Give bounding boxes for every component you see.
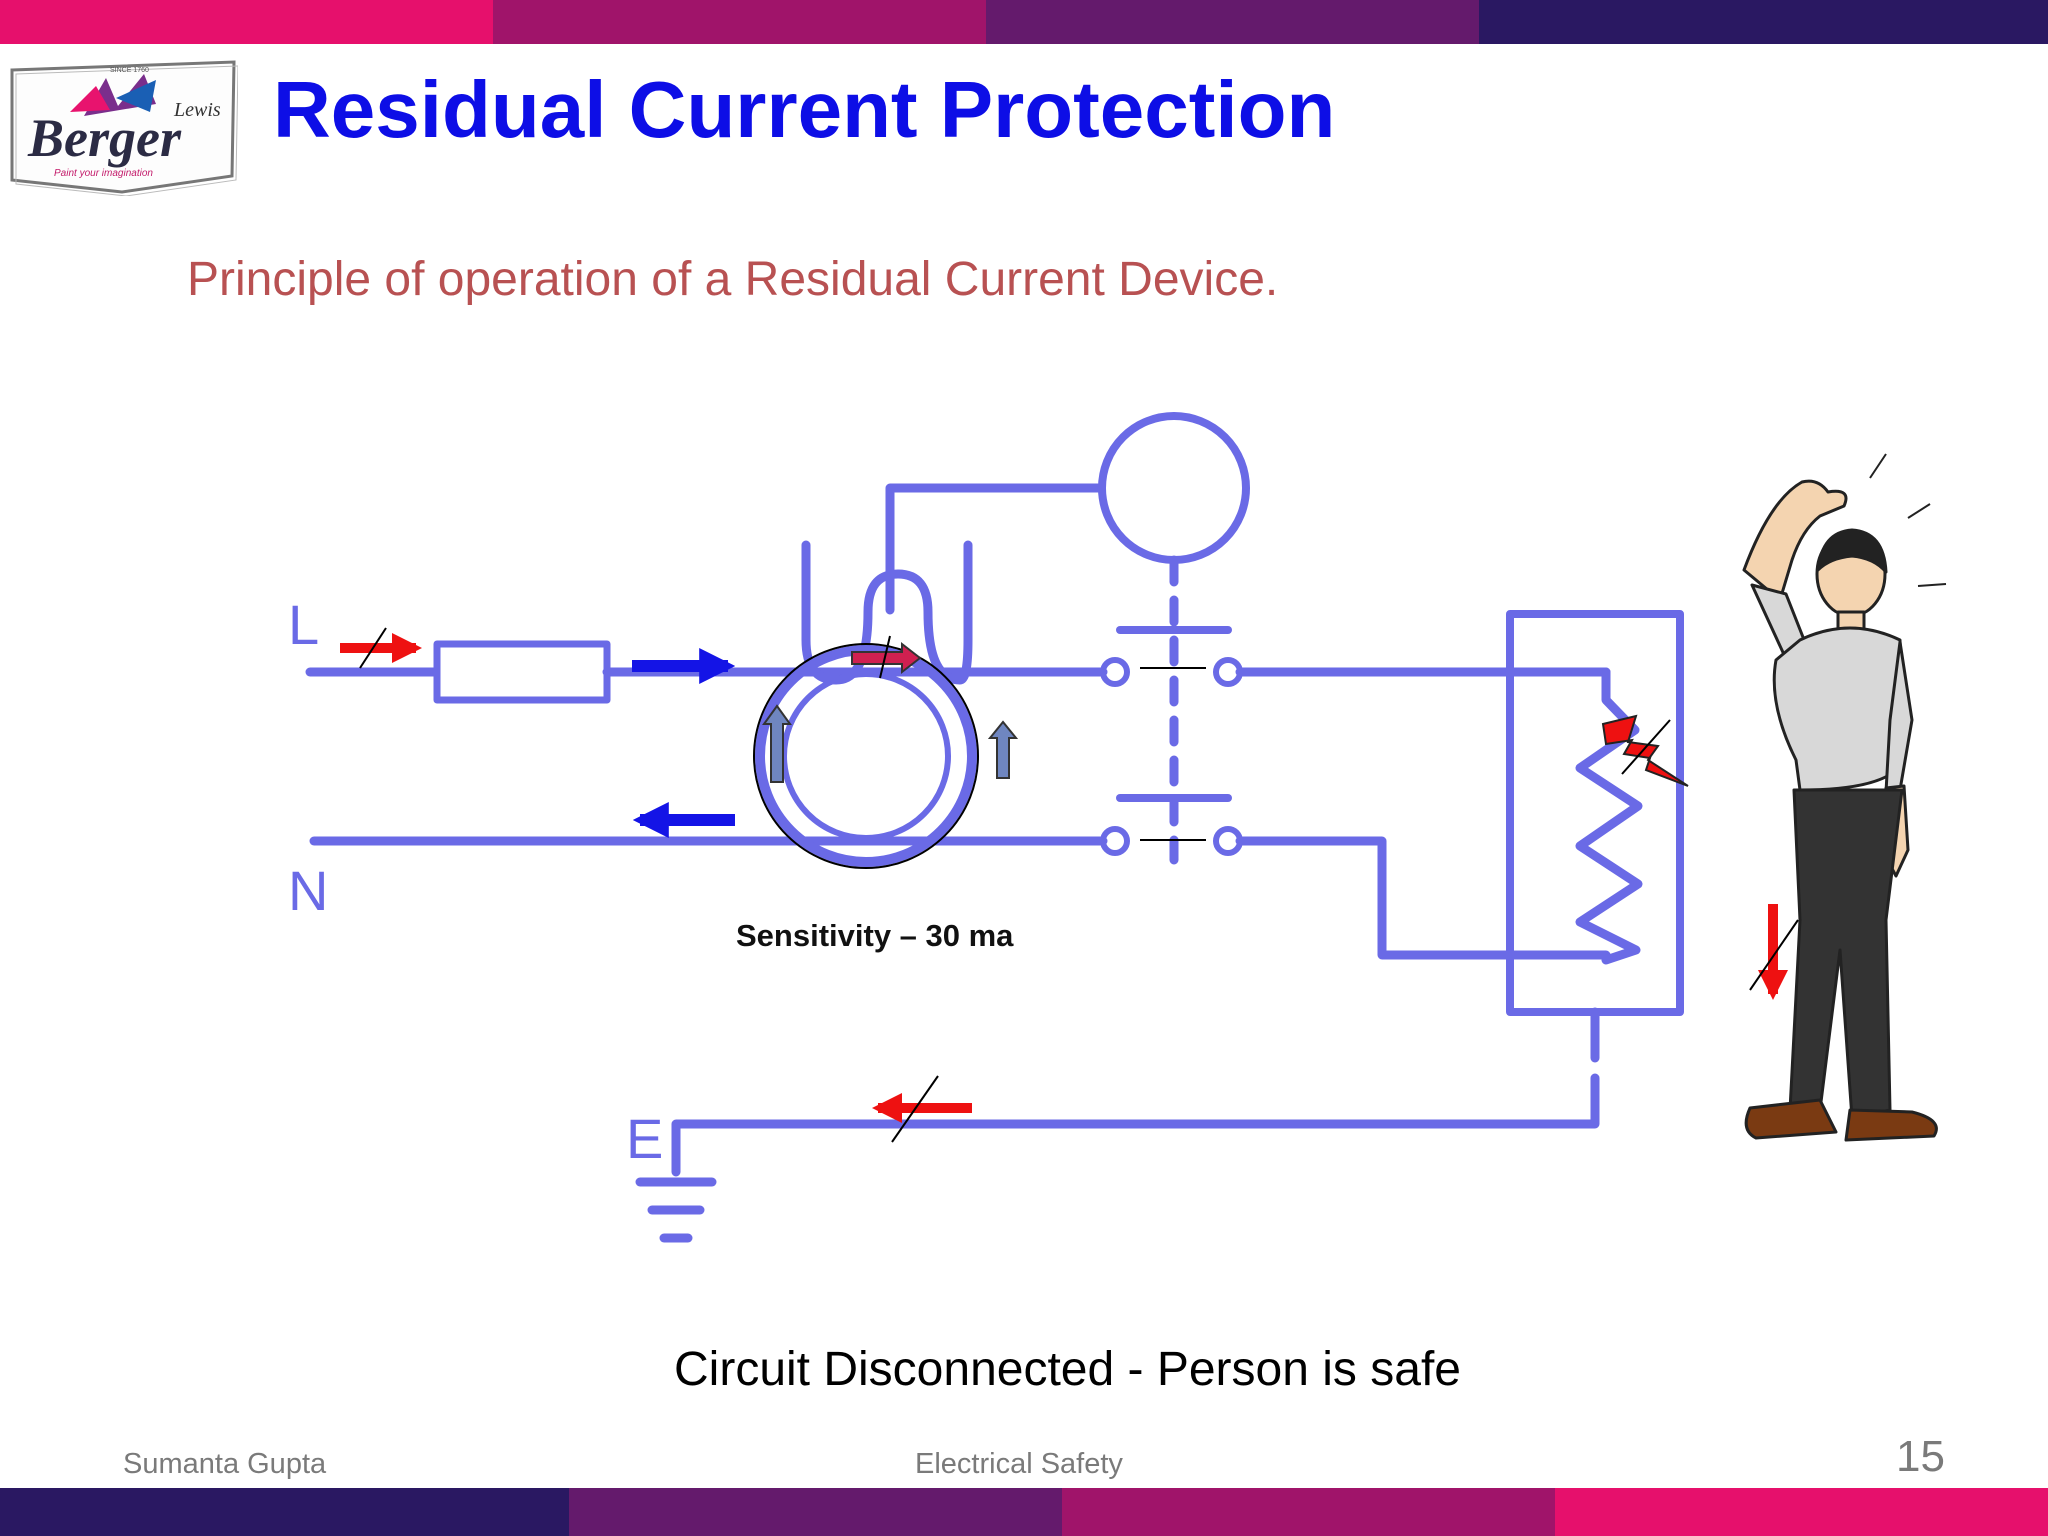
diagram-caption: Circuit Disconnected - Person is safe [674,1343,1461,1396]
logo-tagline: Paint your imagination [54,168,153,179]
neutral-label: N [288,859,328,922]
logo-script: Lewis [173,99,221,121]
line-label: L [288,593,319,656]
toroid-icon [755,645,977,867]
logo-brand: Berger [27,108,182,168]
trip-coil-icon [801,540,973,685]
footer-topic: Electrical Safety [915,1448,1123,1480]
bottom-color-band [0,1488,2048,1536]
line-wire [305,640,1643,965]
fault-current-arrow-earth [872,1075,972,1143]
slide-subtitle: Principle of operation of a Residual Cur… [187,253,1279,306]
lightning-icon [1601,714,1689,787]
top-color-band [0,0,2048,44]
neutral-wire [309,826,1611,960]
earth-wire [635,1007,1600,1243]
slide-title: Residual Current Protection [273,65,1336,154]
berger-logo: SINCE 1760 Lewis Berger Paint your imagi… [10,60,238,196]
person-icon [1742,453,1947,1142]
contact-icon [1100,826,1130,856]
fault-current-arrow-line [340,627,422,669]
fuse-icon [433,640,611,704]
fault-current-arrow-person [1749,904,1799,1000]
contact-icon [1100,657,1130,687]
footer-author: Sumanta Gupta [123,1448,327,1480]
sensitivity-label: Sensitivity – 30 ma [736,918,1014,953]
flux-ring [753,635,1019,869]
page-number: 15 [1896,1432,1945,1481]
trip-relay [1098,412,1250,564]
earth-label: E [626,1107,663,1170]
logo-top-text: SINCE 1760 [110,67,149,74]
